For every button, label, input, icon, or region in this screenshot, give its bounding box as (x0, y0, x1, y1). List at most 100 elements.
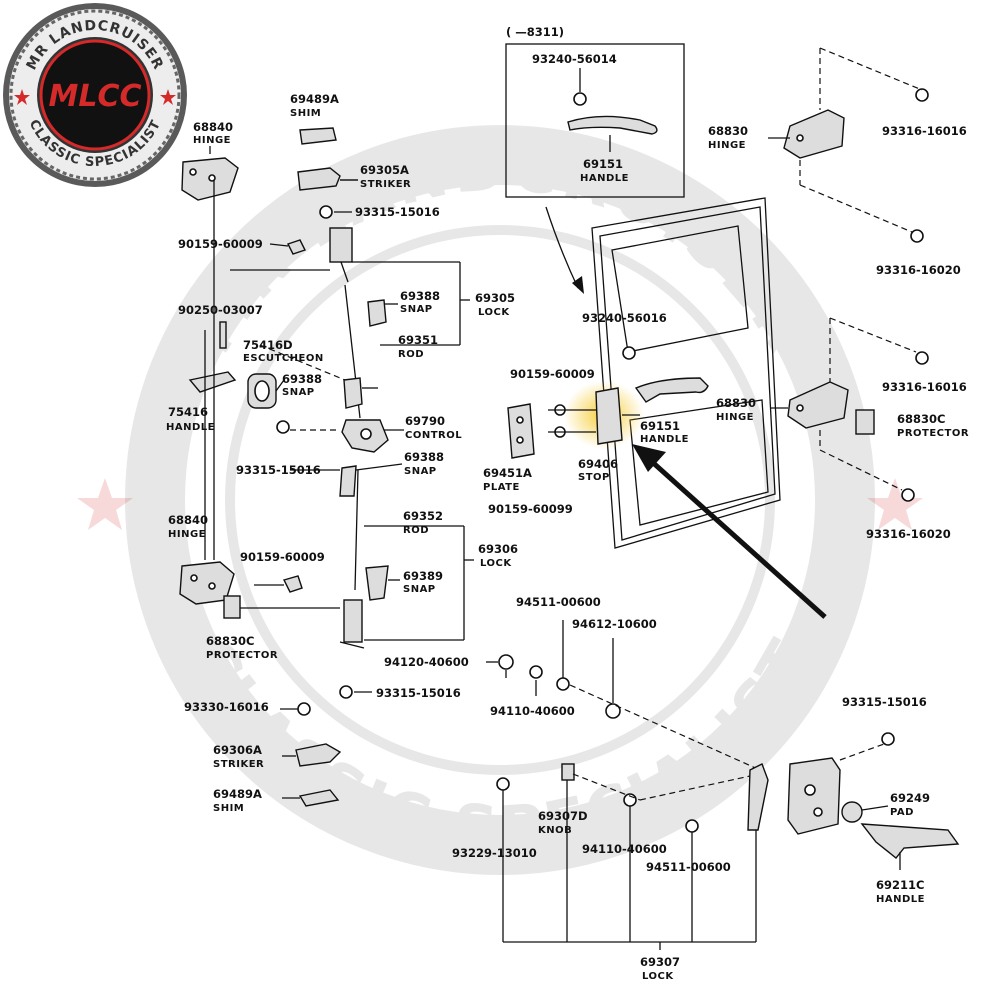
watermark-star-left-icon (77, 478, 133, 530)
nut-94120-label: 94120-40600 (384, 655, 469, 669)
washer-94612-label: 94612-10600 (572, 617, 657, 631)
snap-69388-b-pn: 69388 (282, 372, 322, 386)
screw-93229-label: 93229-13010 (452, 846, 537, 860)
screw-93316-b-label: 93316-16020 (876, 263, 961, 277)
striker-69305a-name: STRIKER (360, 179, 411, 190)
screw-93315-mid-label: 93315-15016 (236, 463, 321, 477)
snap-69389-pn: 69389 (403, 569, 443, 583)
screw-93316-d-label: 93316-16020 (866, 527, 951, 541)
shim-69489a-name: SHIM (290, 108, 321, 119)
watermark-star-right-icon (867, 478, 923, 530)
rod-69351-name: ROD (398, 349, 424, 360)
screw-93316-a-label: 93316-16016 (882, 124, 967, 138)
plate-69451a-name: PLATE (483, 482, 520, 493)
snap-69388-a-pn: 69388 (400, 289, 440, 303)
hinge-68840-lower-name: HINGE (168, 529, 206, 540)
snap-69388-a-name: SNAP (400, 304, 433, 315)
handle-69151-name: HANDLE (640, 434, 689, 445)
watermark-stars (77, 478, 923, 530)
hinge-68840-upper-name: HINGE (193, 135, 231, 146)
lock-69306-pn: 69306 (478, 542, 518, 556)
part-labels: 69489A SHIM 68840 HINGE 69305A STRIKER 9… (166, 92, 969, 982)
shim-69489a-pn: 69489A (290, 92, 339, 106)
screw-93315-br-label: 93315-15016 (842, 695, 927, 709)
striker-69305a-pn: 69305A (360, 163, 409, 177)
snap-69388-b-name: SNAP (282, 387, 315, 398)
rod-69352-name: ROD (403, 525, 429, 536)
inset-bolt-label: 93240-56014 (532, 52, 617, 66)
handle-75416-pn: 75416 (168, 405, 208, 419)
handle-75416-name: HANDLE (166, 422, 215, 433)
stop-69406-name: STOP (578, 472, 610, 483)
stop-69406-pn: 69406 (578, 457, 618, 471)
hinge-68830-upper-name: HINGE (708, 140, 746, 151)
screw-93330-label: 93330-16016 (184, 700, 269, 714)
handle-69211c-name: HANDLE (876, 894, 925, 905)
pad-69249-name: PAD (890, 807, 914, 818)
svg-text:MR LANDCRUISER: MR LANDCRUISER (174, 131, 826, 366)
lock-69306-name: LOCK (480, 558, 512, 569)
bolt-90159-a-label: 90159-60009 (178, 237, 263, 251)
nut-94110-a-label: 94110-40600 (490, 704, 575, 718)
bolt-93240-door-label: 93240-56016 (582, 311, 667, 325)
escutcheon-75416d-pn: 75416D (243, 338, 293, 352)
center-door-parts (507, 346, 709, 459)
protector-68830c-left-name: PROTECTOR (206, 650, 278, 661)
logo-star-left-icon (14, 89, 30, 105)
logo-mark-text: MLCC (48, 79, 141, 114)
mr-landcruiser-logo: MR LANDCRUISER CLASSIC SPECIALIST MLCC (3, 3, 187, 187)
bolt-90159-b-label: 90159-60009 (240, 550, 325, 564)
pin-90250-label: 90250-03007 (178, 303, 263, 317)
plate-69451a-pn: 69451A (483, 466, 532, 480)
shim-69489a-lower-pn: 69489A (213, 787, 262, 801)
hinge-68840-lower-pn: 68840 (168, 513, 208, 527)
right-hinges (768, 47, 929, 502)
left-parts-drawings (179, 127, 389, 807)
pad-69249-pn: 69249 (890, 791, 930, 805)
lock-69305-pn: 69305 (475, 291, 515, 305)
lock-69305-name: LOCK (478, 307, 510, 318)
protector-68830c-left-pn: 68830C (206, 634, 254, 648)
bolt-90159-d-label: 90159-60099 (488, 502, 573, 516)
protector-68830c-right-name: PROTECTOR (897, 428, 969, 439)
snap-69389-name: SNAP (403, 584, 436, 595)
washer-94511-b-label: 94511-00600 (646, 860, 731, 874)
screw-93315-low-label: 93315-15016 (376, 686, 461, 700)
protector-68830c-right-pn: 68830C (897, 412, 945, 426)
pointer-arrow-icon (632, 444, 827, 619)
rod-69351-pn: 69351 (398, 333, 438, 347)
striker-69306a-pn: 69306A (213, 743, 262, 757)
knob-69307d-name: KNOB (538, 825, 572, 836)
snap-69388-c-name: SNAP (404, 466, 437, 477)
escutcheon-75416d-name: ESCUTCHEON (243, 353, 324, 364)
nut-94110-b-label: 94110-40600 (582, 842, 667, 856)
bottom-lock-assembly (486, 620, 960, 950)
handle-69211c-pn: 69211C (876, 878, 924, 892)
control-69790-pn: 69790 (405, 414, 445, 428)
screw-93315-top-label: 93315-15016 (355, 205, 440, 219)
hinge-68840-upper-pn: 68840 (193, 120, 233, 134)
bolt-90159-c-label: 90159-60009 (510, 367, 595, 381)
left-leaders (230, 179, 474, 799)
watermark-top-text: MR LANDCRUISER (174, 131, 822, 366)
inset-handle-name: HANDLE (580, 173, 629, 184)
lock-69307-pn: 69307 (640, 955, 680, 969)
striker-69306a-name: STRIKER (213, 759, 264, 770)
screw-93316-c-label: 93316-16016 (882, 380, 967, 394)
inset-range-label: ( —8311) (506, 25, 564, 39)
control-69790-name: CONTROL (405, 430, 462, 441)
washer-94511-a-label: 94511-00600 (516, 595, 601, 609)
hinge-68830-mid-name: HINGE (716, 412, 754, 423)
hinge-68830-mid-pn: 68830 (716, 396, 756, 410)
inset-box: ( —8311) 93240-56014 69151 HANDLE (505, 25, 685, 198)
snap-69388-c-pn: 69388 (404, 450, 444, 464)
hinge-68830-upper-pn: 68830 (708, 124, 748, 138)
logo-star-right-icon (160, 89, 176, 105)
shim-69489a-lower-name: SHIM (213, 803, 244, 814)
handle-69151-pn: 69151 (640, 419, 680, 433)
rod-69352-pn: 69352 (403, 509, 443, 523)
inset-handle-pn: 69151 (583, 157, 623, 171)
lock-69307-name: LOCK (642, 971, 674, 982)
